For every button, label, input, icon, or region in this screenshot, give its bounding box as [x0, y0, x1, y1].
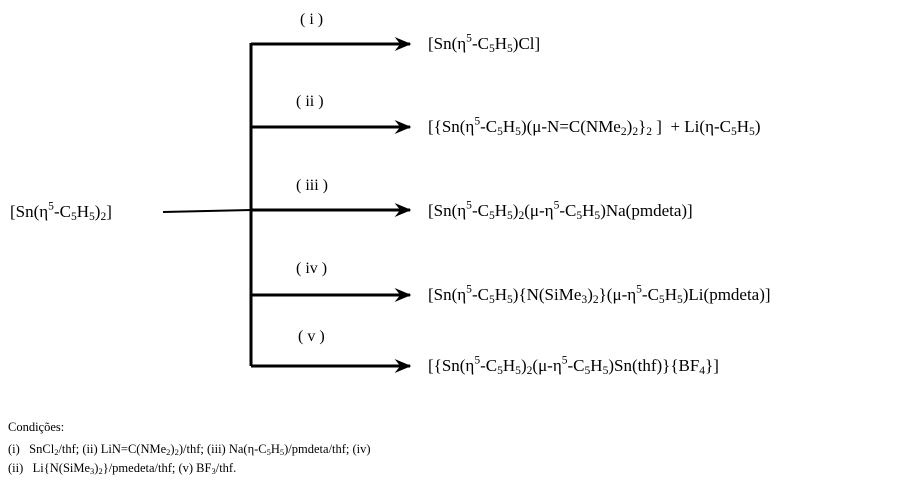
conditions-title: Condições:	[8, 420, 65, 434]
route-iii-label: ( iii )	[296, 177, 328, 194]
route-iv-product: [Sn(η5-C5H5){N(SiMe3)2}(μ-η5-C5H5)Li(pmd…	[428, 282, 771, 306]
route-i-label: ( i )	[300, 11, 324, 28]
conditions-line-1: (i) SnCl2/thf; (ii) LiN=C(NMe2)2)/thf; (…	[8, 442, 371, 458]
starting-compound: [Sn(η5-C5H5)2]	[10, 199, 112, 223]
route-ii-product: [{Sn(η5-C5H5)(μ-N=C(NMe2)2}2 ] + Li(η-C5…	[428, 114, 761, 138]
route-iv-label: ( iv )	[296, 260, 328, 277]
start-connector-line	[162, 209, 252, 213]
route-i-product: [Sn(η5-C5H5)Cl]	[428, 31, 541, 55]
route-v-product: [{Sn(η5-C5H5)2(μ-η5-C5H5)Sn(thf)}{BF4}]	[428, 353, 719, 377]
route-ii-label: ( ii )	[296, 93, 324, 110]
route-iii-product: [Sn(η5-C5H5)2(μ-η5-C5H5)Na(pmdeta)]	[428, 198, 693, 222]
conditions-line-2: (ii) Li{N(SiMe3)2}/pmedeta/thf; (v) BF3/…	[8, 461, 237, 477]
route-v-label: ( v )	[298, 328, 325, 345]
